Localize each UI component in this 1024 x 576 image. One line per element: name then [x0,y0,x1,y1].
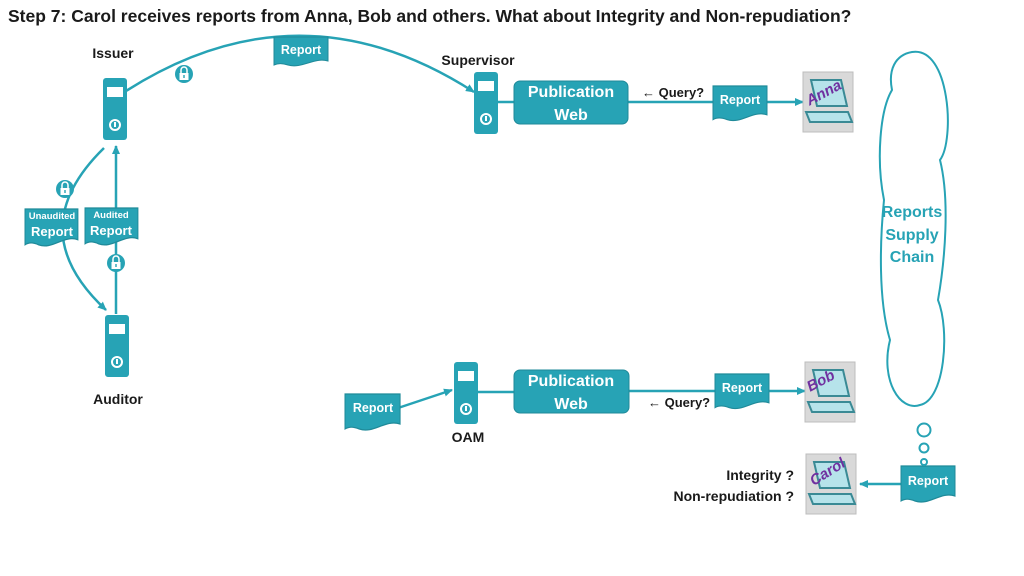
non-repudiation-label: Non-repudiation ? [673,488,794,504]
integrity-label: Integrity ? [726,467,794,483]
lock-icon [55,179,75,199]
lock-icon [106,253,126,273]
page-title: Step 7: Carol receives reports from Anna… [8,6,852,26]
audited-report-doc: Audited Report [84,207,139,246]
supervisor-server-icon [473,71,499,135]
carol-laptop: Carol [805,453,857,515]
svg-text:Unaudited: Unaudited [29,211,76,222]
svg-text:Report: Report [281,43,322,57]
oam-label: OAM [451,429,485,445]
oam-server-icon [453,361,479,425]
report-doc-carol: Report [900,465,956,503]
publication-web-top: Publication Web [513,80,629,125]
anna-laptop: Anna [802,71,854,133]
svg-text:Report: Report [90,223,133,238]
svg-text:Publication: Publication [528,84,614,101]
svg-text:Report: Report [720,93,761,107]
svg-text:Report: Report [722,381,763,395]
svg-text:Chain: Chain [890,249,934,266]
bob-laptop: Bob [804,361,856,423]
publication-web-bottom: Publication Web [513,369,630,414]
issuer-server-icon [102,77,128,141]
svg-text:Report: Report [31,224,74,239]
report-doc-top: Report [273,36,329,67]
auditor-label: Auditor [93,391,143,407]
report-doc-anna: Report [712,85,768,122]
svg-text:Reports: Reports [882,204,943,221]
supervisor-label: Supervisor [441,52,515,68]
lock-icon [174,64,194,84]
unaudited-report-doc: Unaudited Report [24,208,79,247]
query-label-bottom: ← Query? [648,395,710,410]
svg-text:Report: Report [353,401,394,415]
report-doc-bob: Report [714,373,770,410]
report-doc-oam-input: Report [344,393,401,431]
query-label-top: ← Query? [642,85,704,100]
svg-text:Report: Report [908,474,949,488]
svg-text:Web: Web [554,396,588,413]
reports-supply-chain-cloud: Reports Supply Chain [878,50,949,466]
auditor-server-icon [104,314,130,378]
svg-text:Supply: Supply [885,227,938,244]
issuer-label: Issuer [92,45,134,61]
svg-text:Web: Web [554,107,588,124]
arrow-issuer-to-supervisor [125,34,475,94]
svg-text:Publication: Publication [528,373,614,390]
svg-text:Audited: Audited [93,210,129,221]
arrow-report-to-oam [397,388,453,410]
